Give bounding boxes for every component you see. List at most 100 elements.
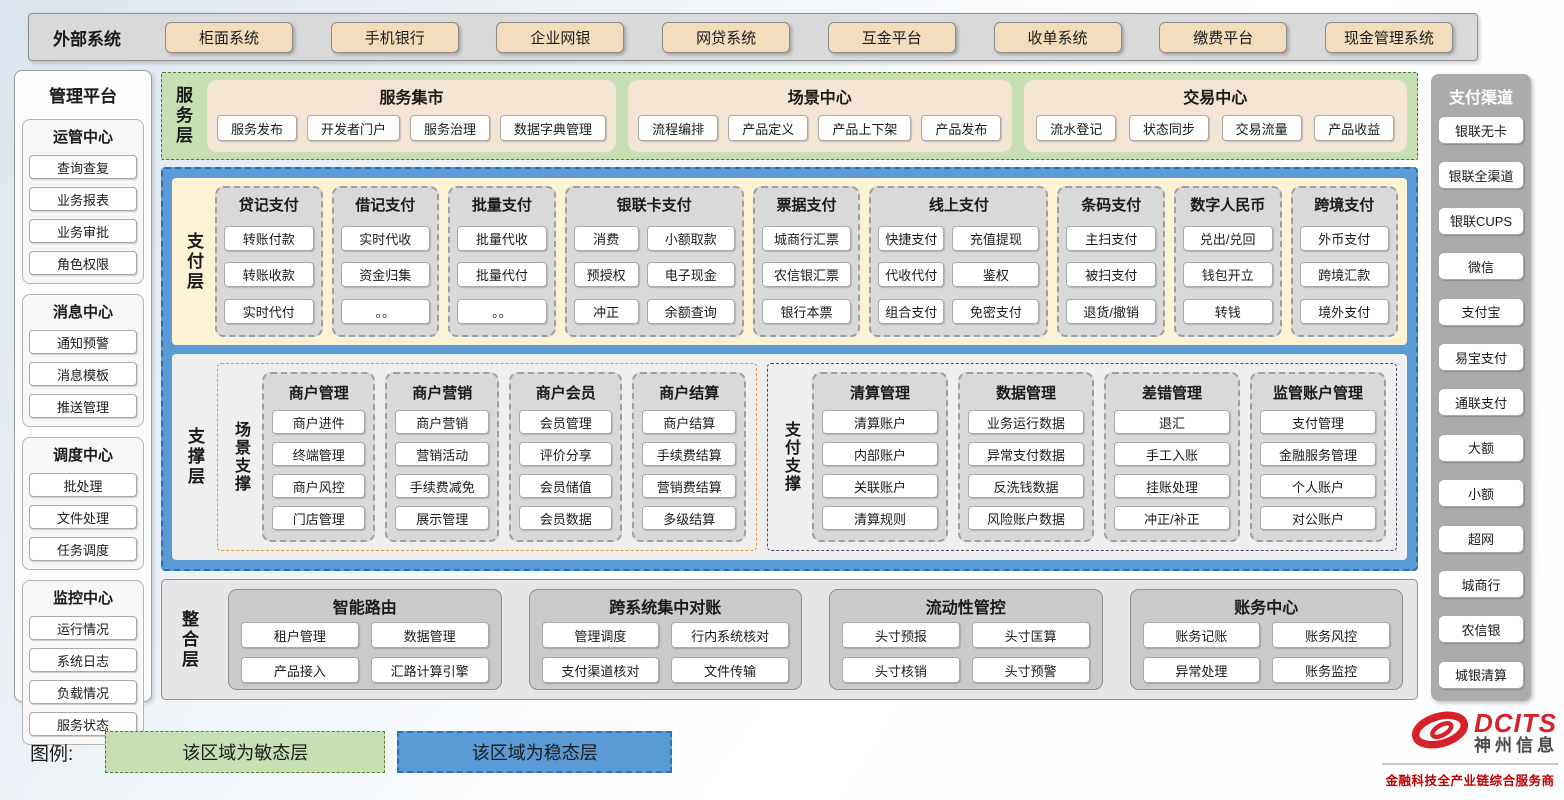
external-system-node: 缴费平台 bbox=[1159, 21, 1288, 53]
group-title: 商户管理 bbox=[288, 385, 349, 402]
group-items: 业务运行数据异常支付数据反洗钱数据风险账户数据 bbox=[967, 410, 1084, 530]
payment-channel-node: 城银清算 bbox=[1438, 660, 1524, 689]
payment-layer: 支付层 贷记支付 转账付款转账收款实时代付 借记支付 实时代收资金归集。。 批量… bbox=[172, 178, 1407, 345]
support-module-node: 支付管理 bbox=[1260, 410, 1377, 434]
paysup-group-clearing: 清算管理 清算账户内部账户关联账户清算规则 bbox=[811, 372, 948, 542]
payment-module-node: 消费 bbox=[573, 225, 639, 251]
payment-module-node: 境外支付 bbox=[1299, 298, 1390, 324]
scene-group-merchant-marketing: 商户营销 商户营销营销活动手续费减免展示管理 bbox=[385, 372, 499, 542]
integration-module-node: 行内系统核对 bbox=[671, 622, 789, 648]
management-module-node: 系统日志 bbox=[29, 648, 137, 672]
payment-channel-node: 银联无卡 bbox=[1438, 116, 1524, 144]
payment-module-node: 小额取款 bbox=[646, 225, 735, 251]
group-title: 场景中心 bbox=[787, 90, 852, 107]
support-module-node: 对公账户 bbox=[1260, 506, 1377, 530]
group-title: 商户会员 bbox=[535, 385, 596, 402]
payment-module-node: 转账收款 bbox=[224, 262, 314, 287]
management-group-operations: 运管中心 查询查复业务报表业务审批角色权限 bbox=[22, 119, 144, 284]
support-module-node: 商户结算 bbox=[642, 410, 736, 434]
integration-module-node: 头寸预警 bbox=[971, 657, 1090, 683]
payment-group-unionpay-card: 银联卡支付 消费小额取款预授权电子现金冲正余额查询 bbox=[564, 186, 744, 337]
management-module-node: 文件处理 bbox=[29, 505, 137, 529]
service-module-node: 交易流量 bbox=[1221, 115, 1302, 141]
group-title: 商户营销 bbox=[412, 385, 473, 402]
support-module-node: 手续费减免 bbox=[395, 474, 489, 498]
group-title: 运管中心 bbox=[52, 129, 113, 146]
integration-group-liquidity: 流动性管控 头寸预报头寸匡算头寸核销头寸预警 bbox=[829, 589, 1103, 690]
external-system-node: 现金管理系统 bbox=[1324, 21, 1453, 53]
group-title: 账务中心 bbox=[1234, 600, 1299, 617]
support-module-node: 清算规则 bbox=[821, 506, 938, 530]
management-module-node: 通知预警 bbox=[29, 330, 137, 354]
management-module-node: 角色权限 bbox=[29, 251, 137, 275]
payment-module-node: 批量代收 bbox=[457, 225, 547, 251]
payment-module-node: 资金归集 bbox=[340, 262, 431, 287]
group-items: 退汇手工入账挂账处理冲正/补正 bbox=[1113, 410, 1230, 530]
integration-module-node: 汇路计算引擎 bbox=[370, 657, 489, 683]
group-title: 线上支付 bbox=[928, 197, 989, 214]
payment-group-batch: 批量支付 批量代收批量代付。。 bbox=[448, 186, 556, 337]
group-title: 条码支付 bbox=[1081, 197, 1142, 214]
group-title: 贷记支付 bbox=[238, 197, 299, 214]
service-group-trade-center: 交易中心 流水登记状态同步交易流量产品收益 bbox=[1023, 80, 1407, 152]
payment-group-ecny: 数字人民币 兑出/兑回钱包开立转钱 bbox=[1173, 186, 1282, 337]
scene-support-label: 场景支撑 bbox=[232, 421, 249, 493]
support-module-node: 挂账处理 bbox=[1113, 474, 1230, 498]
payment-module-node: 免密支付 bbox=[952, 298, 1040, 324]
group-title: 票据支付 bbox=[776, 197, 837, 214]
payment-channel-node: 农信银 bbox=[1438, 615, 1524, 644]
group-items: 批量代收批量代付。。 bbox=[457, 222, 547, 327]
external-system-node: 互金平台 bbox=[827, 21, 956, 53]
support-module-node: 手工入账 bbox=[1113, 442, 1230, 466]
group-items: 流程编排产品定义产品上下架产品发布 bbox=[638, 112, 1002, 144]
payment-module-node: 兑出/兑回 bbox=[1182, 225, 1273, 251]
external-system-node: 柜面系统 bbox=[165, 21, 293, 53]
payment-channel-node: 支付宝 bbox=[1438, 297, 1524, 326]
payment-channel-node: 通联支付 bbox=[1438, 388, 1524, 417]
dcits-logo: DCITS 神州信息 金融科技全产业链综合服务商 bbox=[1382, 706, 1558, 789]
payment-support-section: 支付支撑 清算管理 清算账户内部账户关联账户清算规则 数据管理 业务运行数据异常… bbox=[766, 363, 1397, 551]
payment-group-credit: 贷记支付 转账付款转账收款实时代付 bbox=[215, 186, 323, 337]
payment-group-online: 线上支付 快捷支付充值提现代收代付鉴权组合支付免密支付 bbox=[869, 186, 1049, 337]
legend-label: 图例: bbox=[30, 743, 74, 765]
support-module-node: 冲正/补正 bbox=[1113, 506, 1230, 530]
support-module-node: 营销费结算 bbox=[642, 474, 736, 498]
scene-group-merchant-mgmt: 商户管理 商户进件终端管理商户风控门店管理 bbox=[262, 372, 376, 542]
payment-channel-node: 小额 bbox=[1438, 479, 1524, 508]
payment-channel-node: 银联全渠道 bbox=[1438, 161, 1524, 190]
support-module-node: 会员数据 bbox=[518, 506, 613, 530]
support-module-node: 内部账户 bbox=[821, 442, 938, 466]
group-items: 消费小额取款预授权电子现金冲正余额查询 bbox=[573, 222, 735, 327]
group-items: 快捷支付充值提现代收代付鉴权组合支付免密支付 bbox=[878, 222, 1040, 327]
support-module-node: 退汇 bbox=[1113, 410, 1230, 434]
group-title: 流动性管控 bbox=[925, 600, 1006, 617]
service-module-node: 流水登记 bbox=[1036, 115, 1117, 141]
integration-module-node: 异常处理 bbox=[1142, 657, 1261, 683]
brand-name: DCITS bbox=[1474, 707, 1557, 738]
support-module-node: 展示管理 bbox=[395, 506, 489, 530]
support-module-node: 会员储值 bbox=[518, 474, 613, 498]
integration-module-node: 管理调度 bbox=[541, 622, 660, 648]
group-items: 主扫支付被扫支付退货/撤销 bbox=[1066, 222, 1156, 327]
group-title: 批量支付 bbox=[471, 197, 532, 214]
payment-module-node: 快捷支付 bbox=[878, 225, 945, 251]
external-systems-label: 外部系统 bbox=[53, 29, 121, 49]
support-module-node: 手续费结算 bbox=[642, 442, 736, 466]
service-module-node: 数据字典管理 bbox=[500, 115, 607, 141]
support-module-node: 商户营销 bbox=[395, 410, 489, 434]
integration-module-node: 账务监控 bbox=[1272, 657, 1390, 683]
service-module-node: 状态同步 bbox=[1128, 115, 1209, 141]
company-tagline: 金融科技全产业链综合服务商 bbox=[1382, 763, 1558, 789]
legend: 图例: 该区域为敏态层 该区域为稳态层 bbox=[30, 731, 673, 773]
payment-groups: 贷记支付 转账付款转账收款实时代付 借记支付 实时代收资金归集。。 批量支付 批… bbox=[215, 186, 1399, 337]
payment-channel-node: 大额 bbox=[1438, 433, 1524, 462]
group-title: 清算管理 bbox=[849, 385, 910, 402]
payment-module-node: 实时代收 bbox=[340, 225, 431, 251]
service-layer-label: 服务层 bbox=[173, 86, 192, 146]
legend-agile-layer: 该区域为敏态层 bbox=[105, 731, 386, 773]
service-layer: 服务层 服务集市 服务发布开发者门户服务治理数据字典管理 场景中心 流程编排产品… bbox=[161, 72, 1418, 160]
group-title: 借记支付 bbox=[355, 197, 416, 214]
payment-module-node: 退货/撤销 bbox=[1066, 298, 1156, 324]
payment-group-crossborder: 跨境支付 外币支付跨境汇款境外支付 bbox=[1290, 186, 1399, 337]
